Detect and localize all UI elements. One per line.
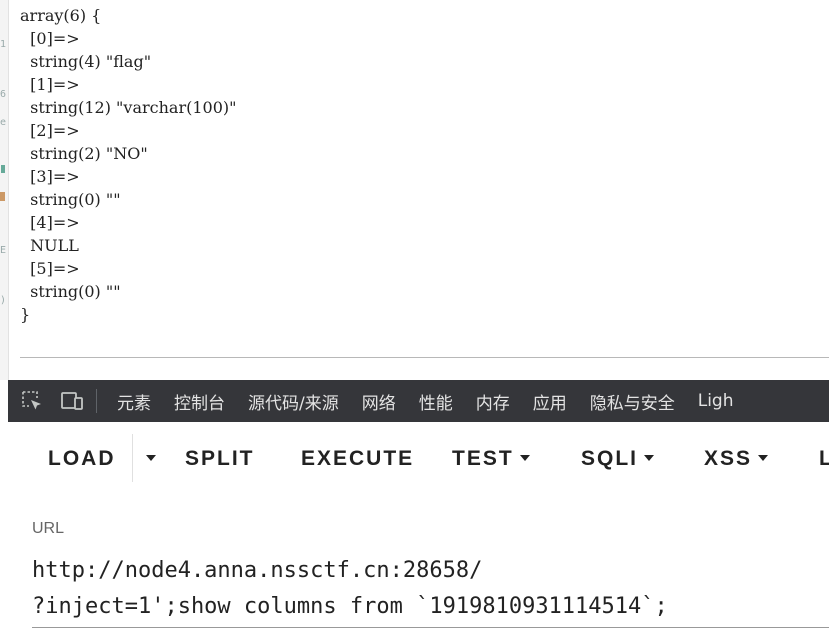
load-button[interactable]: LOAD: [48, 447, 116, 470]
background-editor-strip: 1 6 e E ): [0, 0, 9, 380]
output-line: [3]=>: [20, 167, 80, 186]
editor-gutter-mark: [1, 165, 5, 173]
test-menu-button[interactable]: TEST: [452, 444, 530, 474]
test-menu-label: TEST: [452, 447, 514, 470]
load-split-divider: [132, 434, 133, 482]
tab-application[interactable]: 应用: [532, 393, 567, 414]
tab-memory[interactable]: 内存: [475, 393, 510, 414]
tab-security[interactable]: 隐私与安全: [589, 393, 675, 414]
split-button[interactable]: SPLIT: [185, 447, 255, 470]
editor-glyph: 1: [0, 39, 7, 50]
var-dump-output: array(6) { [0]=> string(4) "flag" [1]=> …: [20, 4, 236, 326]
chevron-down-icon: [146, 454, 156, 461]
sqli-menu-label: SQLI: [581, 447, 639, 470]
url-textarea[interactable]: http://node4.anna.nssctf.cn:28658/ ?inje…: [32, 553, 822, 625]
tab-performance[interactable]: 性能: [418, 393, 453, 414]
inspect-element-icon[interactable]: [18, 387, 46, 415]
devtools-tab-bar: 元素 控制台 源代码/来源 网络 性能 内存 应用 隐私与安全 Ligh: [8, 380, 829, 422]
xss-menu-button[interactable]: XSS: [704, 444, 769, 474]
chevron-down-icon: [644, 454, 655, 461]
editor-glyph: ): [0, 295, 7, 306]
chevron-down-icon: [758, 454, 769, 461]
output-line: [4]=>: [20, 213, 80, 232]
toolbar-separator: [96, 389, 97, 413]
chevron-down-icon: [519, 454, 530, 461]
sqli-menu-button[interactable]: SQLI: [581, 444, 655, 474]
output-line: [2]=>: [20, 121, 80, 140]
output-line: NULL: [20, 236, 79, 255]
output-line: }: [20, 305, 31, 324]
output-line: string(0) "": [20, 190, 121, 209]
url-line-2: ?inject=1';show columns from `1919810931…: [32, 594, 668, 619]
url-line-1: http://node4.anna.nssctf.cn:28658/: [32, 558, 483, 583]
output-line: [5]=>: [20, 259, 80, 278]
url-field-label: URL: [32, 520, 65, 537]
tab-elements[interactable]: 元素: [117, 393, 151, 414]
output-line: string(12) "varchar(100)": [20, 98, 237, 117]
output-line: [1]=>: [20, 75, 80, 94]
output-line: string(2) "NO": [20, 144, 148, 163]
xss-menu-label: XSS: [704, 447, 753, 470]
tab-sources[interactable]: 源代码/来源: [248, 393, 339, 414]
more-menu-button[interactable]: L: [819, 447, 829, 470]
output-line: array(6) {: [20, 6, 102, 25]
url-field-underline: [32, 627, 829, 628]
editor-glyph: e: [0, 117, 7, 128]
tab-console[interactable]: 控制台: [174, 393, 225, 414]
divider: [20, 357, 829, 358]
load-dropdown-button[interactable]: [140, 444, 156, 474]
editor-glyph: E: [0, 245, 7, 256]
output-line: string(4) "flag": [20, 52, 152, 71]
output-line: string(0) "": [20, 282, 121, 301]
editor-gutter-mark: [0, 192, 5, 201]
tab-network[interactable]: 网络: [361, 393, 396, 414]
tab-lighthouse[interactable]: Ligh: [697, 391, 734, 411]
device-toolbar-icon[interactable]: [58, 387, 86, 415]
output-line: [0]=>: [20, 29, 80, 48]
editor-glyph: 6: [0, 89, 7, 100]
hackbar-toolbar: LOAD SPLIT EXECUTE TEST SQLI XSS L: [8, 422, 829, 498]
execute-button[interactable]: EXECUTE: [301, 447, 415, 470]
